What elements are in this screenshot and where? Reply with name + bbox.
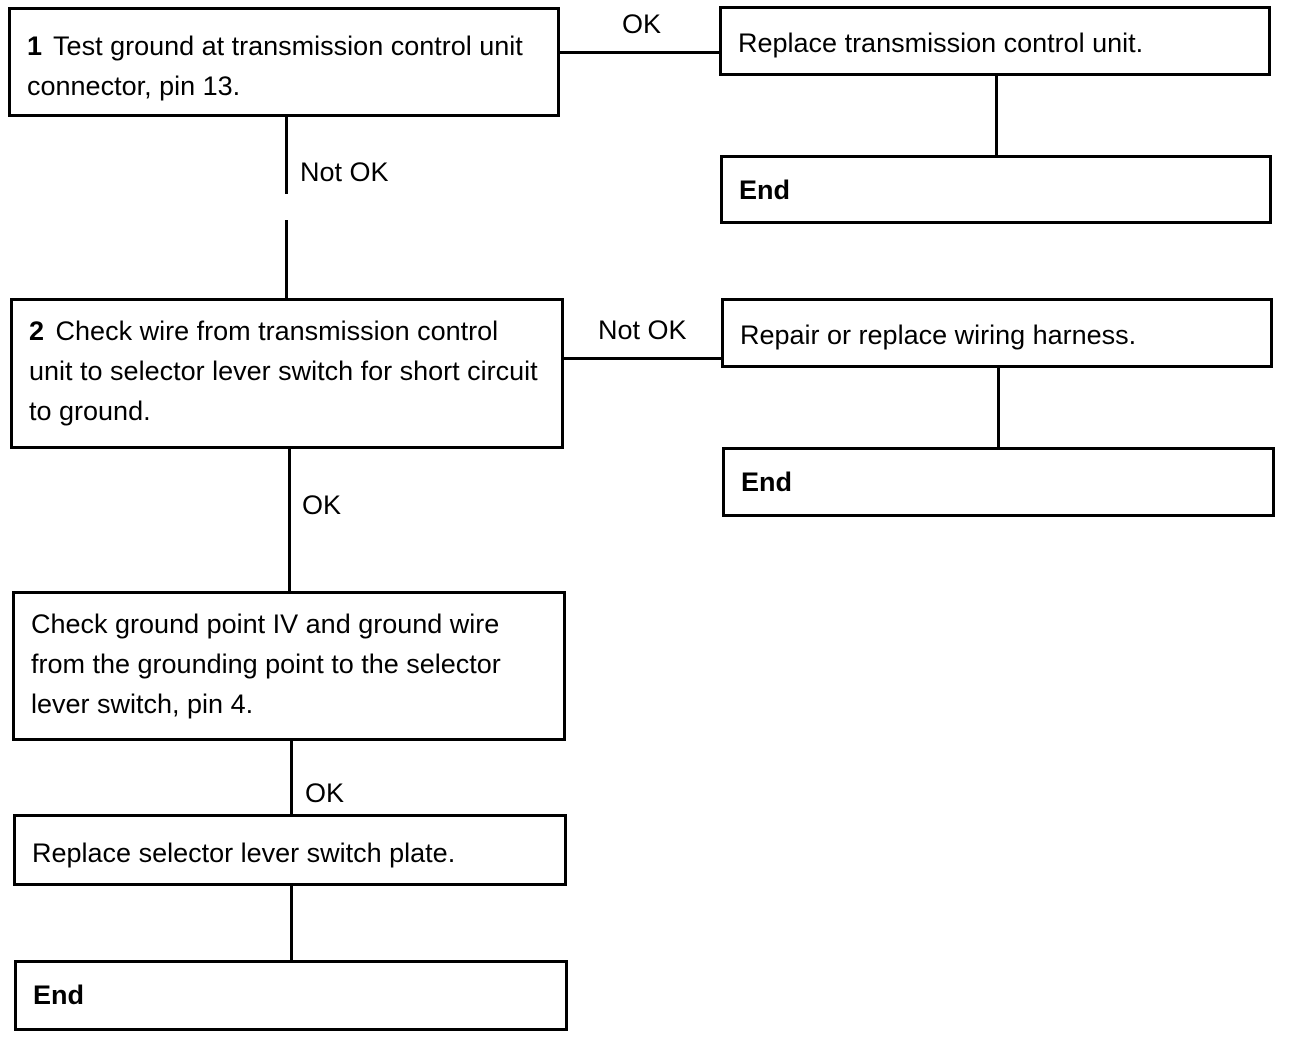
connector-step3-to-replace-selector — [290, 740, 293, 816]
step-2-box: 2 Check wire from transmission control u… — [10, 298, 564, 449]
step-2-text: Check wire from transmission control uni… — [29, 316, 538, 426]
connector-replace-tcu-to-end — [995, 75, 998, 157]
branch-label-step1-not-ok: Not OK — [300, 157, 389, 187]
connector-step1-to-step2-upper — [285, 116, 288, 194]
step-3-text: Check ground point IV and ground wire fr… — [31, 609, 501, 719]
branch-label-step2-ok: OK — [302, 490, 342, 520]
connector-step1-to-step2-lower — [285, 220, 288, 300]
step-3-box: Check ground point IV and ground wire fr… — [12, 591, 566, 741]
replace-selector-box: Replace selector lever switch plate. — [13, 814, 567, 886]
end-1-text: End — [739, 175, 790, 205]
repair-harness-text: Repair or replace wiring harness. — [740, 320, 1137, 350]
end-box-1: End — [720, 155, 1272, 224]
step-1-text: Test ground at transmission control unit… — [27, 31, 523, 101]
connector-step2-to-repair-harness — [562, 357, 722, 360]
end-3-text: End — [33, 980, 84, 1010]
connector-step1-to-replace-tcu — [560, 51, 720, 54]
connector-step2-to-step3 — [288, 447, 291, 593]
end-box-2: End — [722, 447, 1275, 517]
connector-replace-selector-to-end — [290, 884, 293, 962]
repair-harness-box: Repair or replace wiring harness. — [721, 298, 1273, 368]
branch-label-step2-not-ok: Not OK — [598, 315, 687, 345]
step-1-box: 1 Test ground at transmission control un… — [8, 7, 560, 117]
branch-label-step1-ok: OK — [622, 9, 662, 39]
step-1-number: 1 — [27, 31, 43, 61]
end-2-text: End — [741, 467, 792, 497]
end-box-3: End — [14, 960, 568, 1031]
replace-tcu-box: Replace transmission control unit. — [719, 6, 1271, 76]
branch-label-step3-ok: OK — [305, 778, 345, 808]
step-2-number: 2 — [29, 316, 45, 346]
connector-repair-harness-to-end — [997, 367, 1000, 449]
replace-selector-text: Replace selector lever switch plate. — [32, 838, 456, 868]
replace-tcu-text: Replace transmission control unit. — [738, 28, 1144, 58]
